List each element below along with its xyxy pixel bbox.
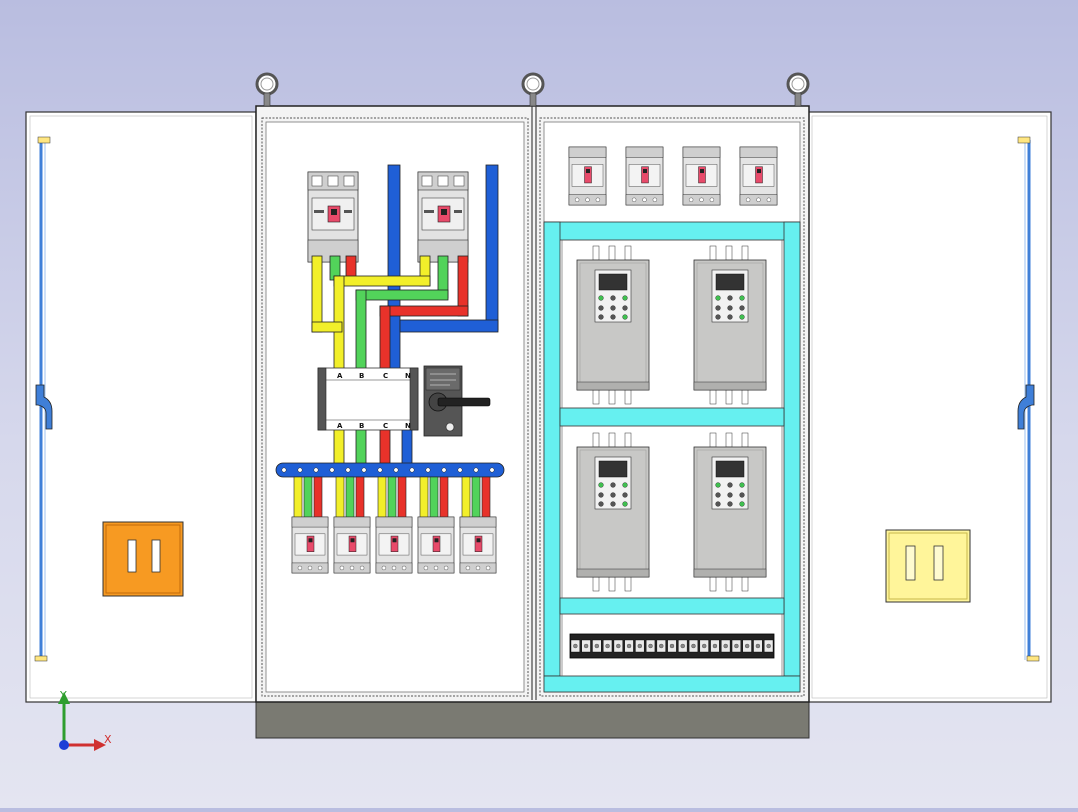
frequency-drives — [576, 245, 767, 592]
bolt-icon — [345, 467, 351, 473]
left-door — [25, 111, 257, 703]
terminal-block — [678, 639, 688, 653]
bolt-icon — [425, 467, 431, 473]
terminal-block — [753, 639, 763, 653]
phase-label: A — [337, 422, 343, 430]
phase-label: N — [405, 372, 411, 380]
bolt-icon — [377, 467, 383, 473]
branch-drop — [293, 476, 323, 520]
frequency-drive-icon[interactable] — [693, 245, 767, 405]
main-breaker-2[interactable] — [417, 171, 469, 263]
control-breakers — [568, 146, 778, 206]
branch-drop — [377, 476, 407, 520]
terminal-block — [624, 639, 634, 653]
rotary-disconnect[interactable] — [423, 365, 491, 437]
branch-breaker[interactable] — [417, 516, 455, 574]
terminal-block — [645, 639, 656, 653]
left-door-rod — [34, 136, 53, 662]
terminal-block — [656, 639, 666, 653]
phase-label: C — [383, 372, 388, 380]
terminal-block — [635, 639, 645, 653]
terminal-block — [721, 639, 731, 653]
control-breaker[interactable] — [568, 146, 607, 206]
control-breaker[interactable] — [739, 146, 778, 206]
frequency-drive-icon[interactable] — [576, 432, 650, 592]
distribution-busbar — [275, 462, 505, 478]
bolt-icon — [297, 467, 303, 473]
terminal-block — [742, 639, 752, 653]
lifting-eye-icon — [786, 72, 810, 107]
terminal-block — [613, 639, 623, 653]
bolt-icon — [457, 467, 463, 473]
branch-breakers — [291, 476, 497, 574]
control-breaker[interactable] — [625, 146, 664, 206]
right-door — [807, 111, 1052, 703]
terminal-block — [667, 639, 677, 653]
busbars — [311, 164, 499, 469]
terminal-block — [581, 639, 591, 653]
terminal-block — [592, 639, 602, 653]
phase-label: A — [337, 372, 343, 380]
branch-drop — [461, 476, 491, 520]
bolt-icon — [329, 467, 335, 473]
terminal-block — [688, 639, 699, 653]
branch-drop — [419, 476, 449, 520]
bolt-icon — [489, 467, 495, 473]
branch-breaker[interactable] — [333, 516, 371, 574]
lifting-eyes — [255, 72, 810, 107]
mounting-rails — [543, 221, 801, 693]
phase-label: C — [383, 422, 388, 430]
main-breakers — [307, 171, 469, 263]
terminal-strip — [569, 633, 775, 659]
door-handle-yellow[interactable] — [885, 529, 971, 603]
lifting-eye-icon — [521, 72, 545, 107]
bolt-icon — [361, 467, 367, 473]
main-breaker-1[interactable] — [307, 171, 359, 263]
bolt-icon — [409, 467, 415, 473]
bolt-icon — [281, 467, 287, 473]
axis-y-label: Y — [59, 689, 67, 702]
terminal-block — [710, 639, 720, 653]
bolt-icon — [393, 467, 399, 473]
door-handle-orange[interactable] — [102, 521, 184, 597]
frequency-drive-icon[interactable] — [693, 432, 767, 592]
right-door-rod — [1017, 136, 1040, 662]
phase-label: B — [359, 372, 364, 380]
bolt-icon — [441, 467, 447, 473]
phase-label: B — [359, 422, 364, 430]
terminal-block — [699, 639, 709, 653]
branch-breaker[interactable] — [291, 516, 329, 574]
lifting-eye-icon — [255, 72, 279, 107]
control-breaker[interactable] — [682, 146, 721, 206]
axis-x-label: X — [104, 733, 112, 746]
cabinet-plinth — [255, 699, 810, 739]
branch-breaker[interactable] — [459, 516, 497, 574]
terminal-block — [764, 639, 774, 653]
bolt-icon — [313, 467, 319, 473]
phase-label: N — [405, 422, 411, 430]
frequency-drive-icon[interactable] — [576, 245, 650, 405]
phase-terminal-block: A B C N A B C N — [317, 367, 419, 431]
terminal-block — [603, 639, 613, 653]
terminal-block — [570, 639, 580, 653]
branch-drop — [335, 476, 365, 520]
terminal-block — [731, 639, 741, 653]
axis-triad-icon: Y X — [58, 689, 112, 751]
bolt-icon — [473, 467, 479, 473]
branch-breaker[interactable] — [375, 516, 413, 574]
